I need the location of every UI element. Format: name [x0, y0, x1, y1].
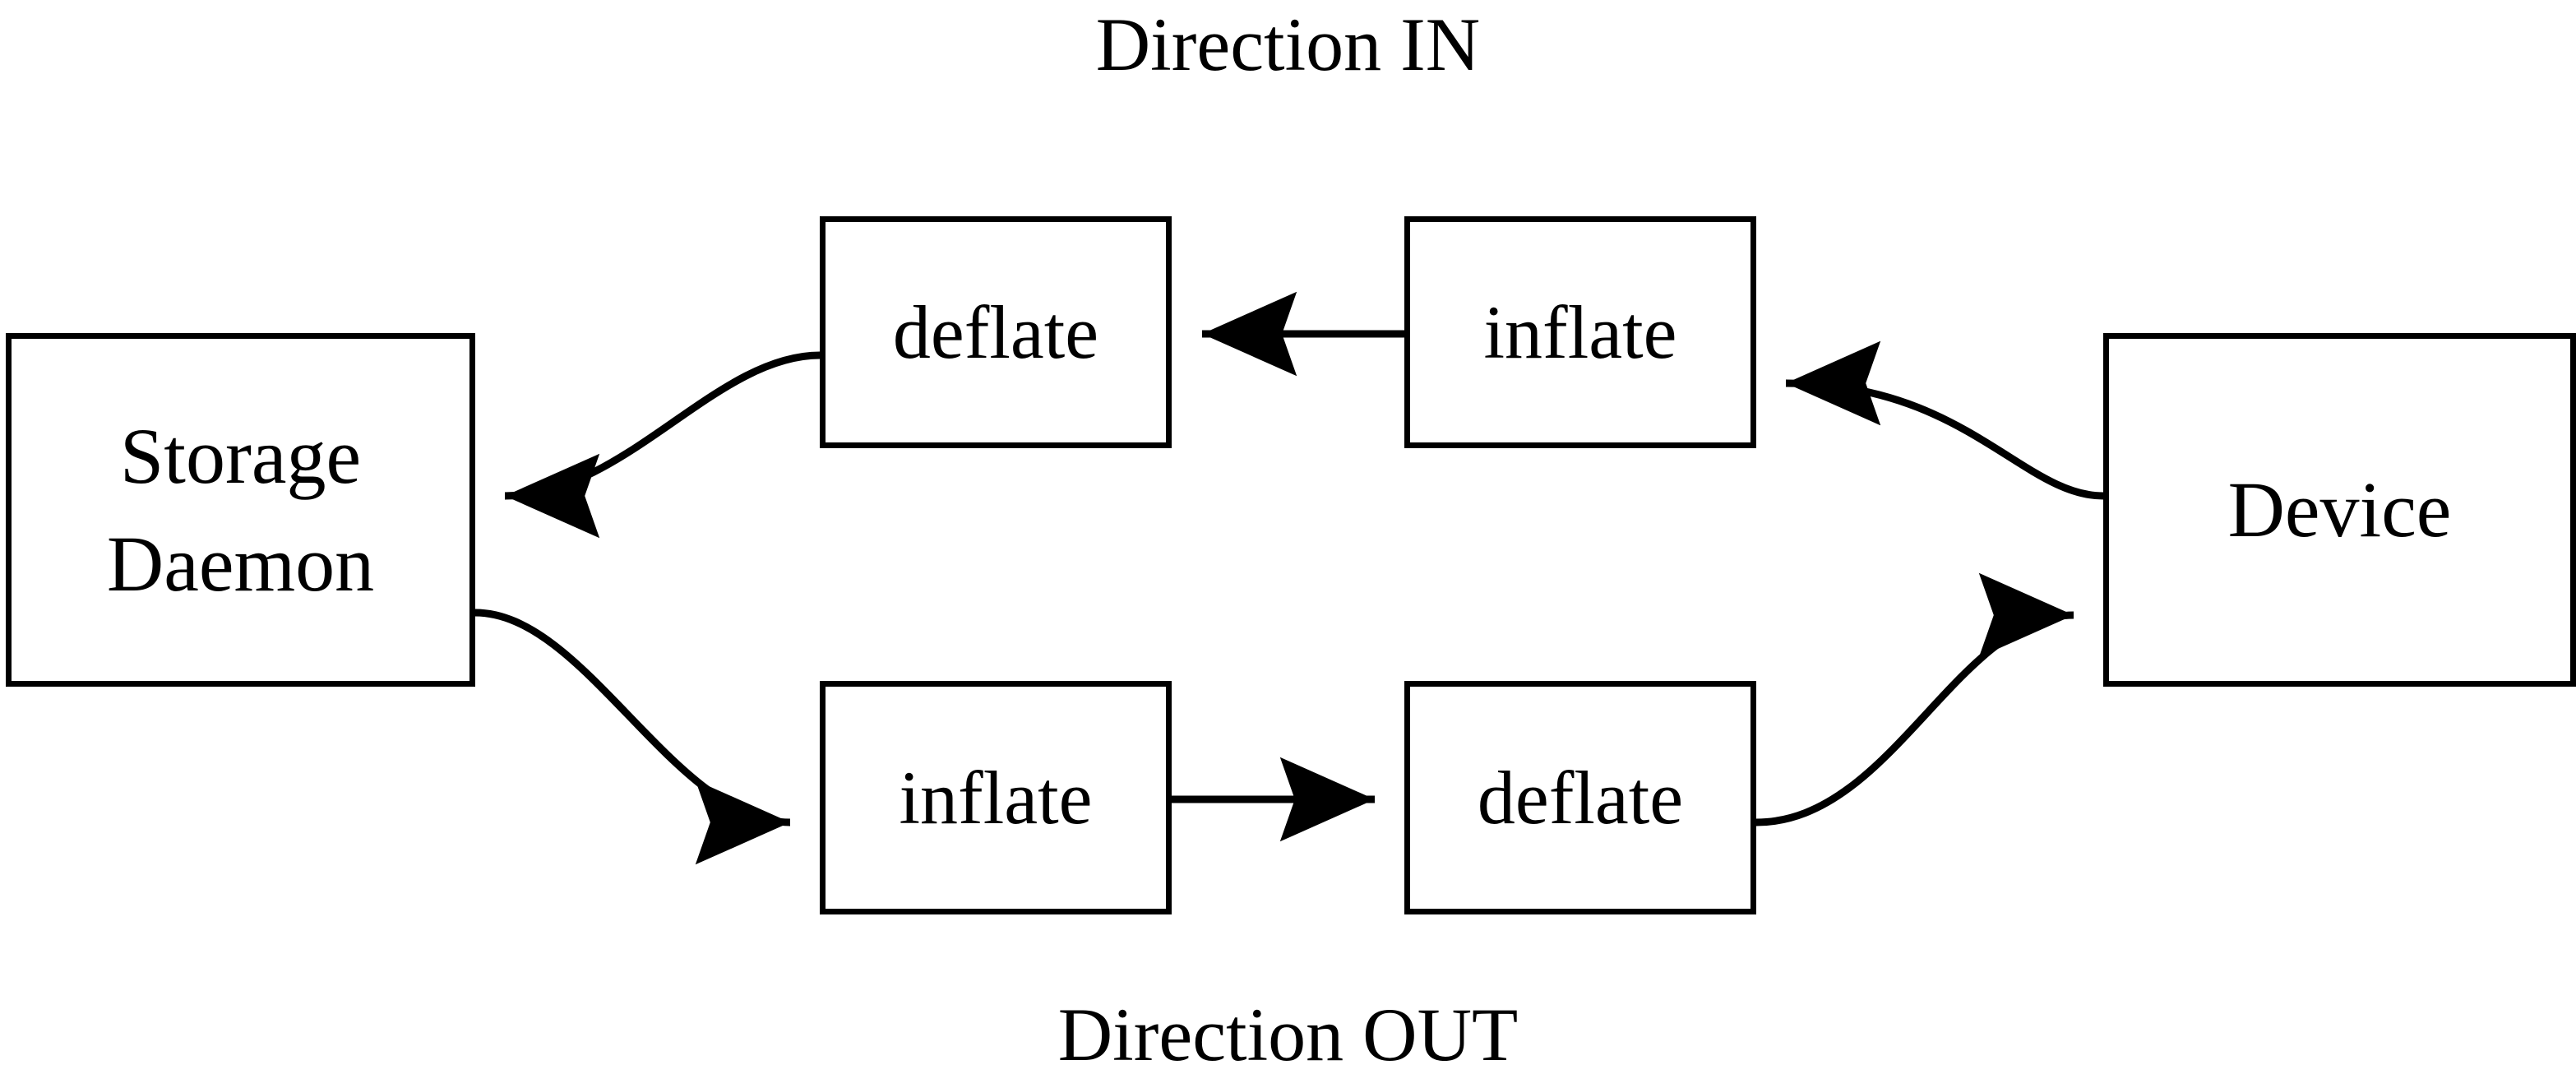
- node-storage-daemon-line-1: Storage: [119, 411, 362, 500]
- node-inflate-in-label: inflate: [1483, 289, 1677, 374]
- node-deflate-in-label: deflate: [892, 289, 1099, 374]
- node-device[interactable]: Device: [2103, 333, 2576, 687]
- node-device-label: Device: [2227, 465, 2452, 554]
- node-inflate-in[interactable]: inflate: [1404, 216, 1756, 448]
- node-deflate-out[interactable]: deflate: [1404, 681, 1756, 914]
- edge-deflate-in-to-storage-daemon: [504, 351, 821, 539]
- edge-deflate-out-to-device: [1755, 572, 2074, 826]
- direction-in-label: Direction IN: [1095, 2, 1481, 86]
- direction-out-label: Direction OUT: [1057, 993, 1519, 1076]
- node-inflate-out-label: inflate: [899, 755, 1093, 840]
- node-deflate-out-label: deflate: [1477, 755, 1684, 840]
- node-storage-daemon[interactable]: Storage Daemon: [6, 333, 475, 687]
- node-inflate-out[interactable]: inflate: [820, 681, 1172, 914]
- node-storage-daemon-line-2: Daemon: [106, 520, 375, 608]
- edge-storage-daemon-to-inflate-out: [474, 609, 791, 865]
- edge-device-to-inflate-in: [1785, 340, 2104, 500]
- node-deflate-in[interactable]: deflate: [820, 216, 1172, 448]
